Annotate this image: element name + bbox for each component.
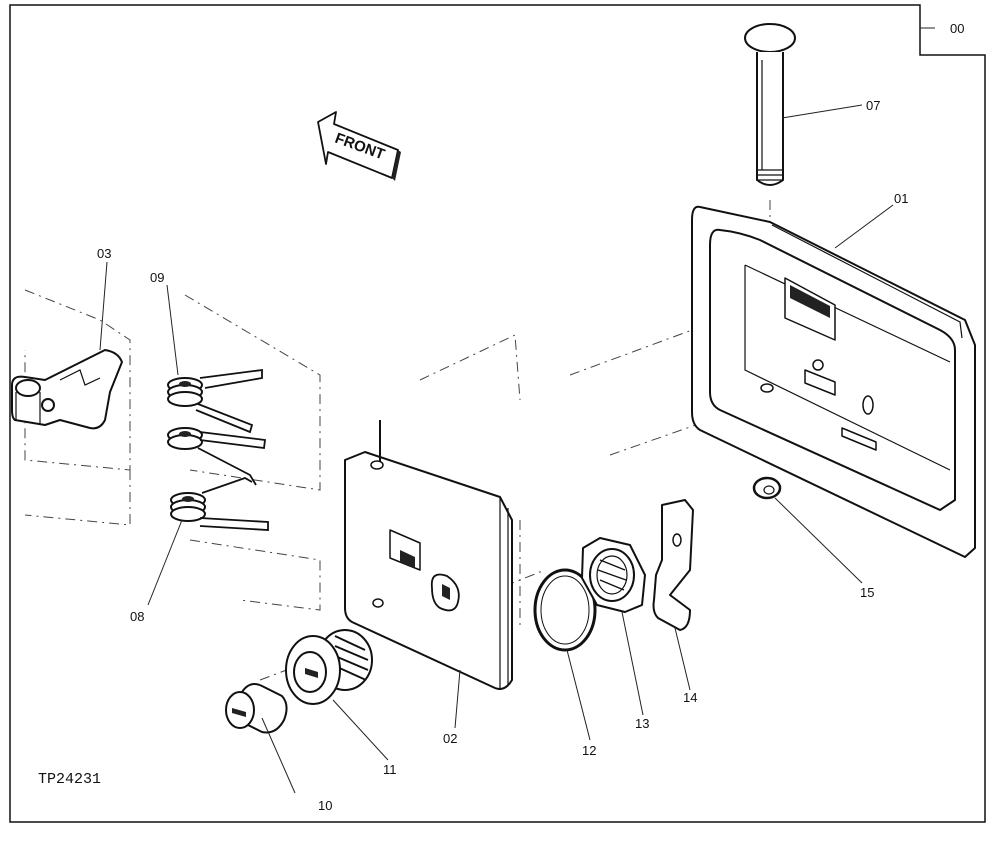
part-02-latch-body	[344, 420, 513, 690]
front-direction-arrow: FRONT	[317, 111, 401, 181]
callout-12: 12	[582, 743, 596, 758]
callout-11: 11	[383, 762, 397, 777]
callout-10: 10	[318, 798, 332, 813]
springs-09-08	[167, 368, 269, 531]
callout-13: 13	[635, 716, 649, 731]
callout-leaders	[99, 104, 894, 794]
callout-07: 07	[866, 98, 880, 113]
callout-02: 02	[443, 731, 457, 746]
part-13-nut	[581, 537, 646, 613]
part-10-key-cylinder	[225, 683, 288, 734]
part-01-housing	[691, 205, 976, 558]
diagram-frame	[9, 4, 986, 823]
part-12-o-ring	[533, 568, 597, 652]
callout-15: 15	[860, 585, 874, 600]
callout-08: 08	[130, 609, 144, 624]
assembly-callout: 00	[950, 21, 964, 36]
part-07-pin	[744, 23, 796, 186]
callout-14: 14	[683, 690, 697, 705]
part-11-cylinder-housing	[285, 629, 373, 705]
figure-reference: TP24231	[38, 771, 101, 788]
part-03-latch	[11, 349, 123, 430]
part-15-clip	[752, 476, 782, 500]
callout-01: 01	[894, 191, 908, 206]
callout-09: 09	[150, 270, 164, 285]
part-14-cam	[652, 499, 694, 631]
callout-labels: 07 01 03 09 08 10 11 02 12 13 14 15 TP24…	[38, 98, 908, 813]
callout-03: 03	[97, 246, 111, 261]
